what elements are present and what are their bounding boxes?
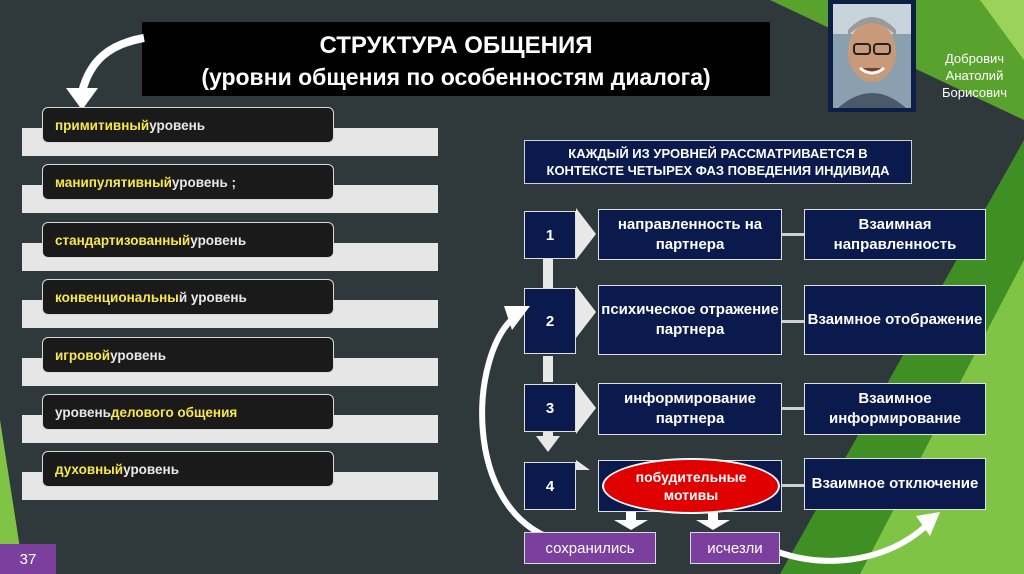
level-highlight: конвенциональны xyxy=(55,289,179,305)
author-photo-frame xyxy=(828,0,916,112)
down-arrow-icon xyxy=(696,520,730,530)
down-connector xyxy=(543,430,553,440)
green-stripe-corner xyxy=(0,420,24,574)
loop-arrows xyxy=(479,306,940,564)
author-patronymic: Борисович xyxy=(941,85,1008,100)
author-firstname: Анатолий xyxy=(945,68,1004,83)
motives-oval-line2: мотивы xyxy=(663,487,719,503)
slide-title: СТРУКТУРА ОБЩЕНИЯ xyxy=(319,32,593,59)
green-stripe-accent xyxy=(980,0,1024,60)
level-item-game: игровой уровень xyxy=(42,337,334,373)
loop-arrow-icon xyxy=(916,512,940,536)
level-text: уровень ; xyxy=(171,174,237,190)
level-text: уровень xyxy=(149,117,206,133)
level-highlight: манипулятивный xyxy=(55,174,172,190)
mutual-box: Взаимное информирование xyxy=(804,383,986,435)
loop-arrow-icon xyxy=(504,306,530,330)
motives-oval-line1: побудительные xyxy=(635,469,747,485)
phase-connector xyxy=(782,320,804,323)
level-text: уровень xyxy=(190,232,247,248)
down-connector xyxy=(543,356,553,382)
mutual-box: Взаимное отображение xyxy=(804,285,986,355)
page-number: 37 xyxy=(0,544,56,574)
phase-box: информирование партнера xyxy=(598,383,782,435)
slide-subtitle: (уровни общения по особенностям диалога) xyxy=(201,64,711,90)
down-arrow-icon xyxy=(536,436,560,452)
level-highlight: стандартизованный xyxy=(55,232,191,248)
down-arrow-icon xyxy=(614,520,648,530)
author-surname: Добрович xyxy=(944,51,1005,66)
down-connector xyxy=(543,258,553,288)
level-item-standardized: стандартизованный уровень xyxy=(42,222,334,258)
phases-note: КАЖДЫЙ ИЗ УРОВНЕЙ РАССМАТРИВАЕТСЯ В КОНТ… xyxy=(524,140,912,184)
phase-box: психическое отражение партнера xyxy=(598,285,782,355)
mutual-box: Взаимная направленность xyxy=(804,209,986,260)
level-item-primitive: примитивный уровень xyxy=(42,107,334,143)
curved-arrow-icon xyxy=(66,34,145,110)
phase-number: 4 xyxy=(524,462,576,510)
level-text: й уровень xyxy=(178,289,247,305)
phase-box: направленность на партнера xyxy=(598,209,782,260)
phase-number: 3 xyxy=(524,384,576,432)
level-highlight: духовный xyxy=(55,461,124,477)
right-arrow-icon xyxy=(576,382,596,434)
level-item-spiritual: духовный уровень xyxy=(42,451,334,487)
motives-oval: побудительные мотивы xyxy=(602,458,780,514)
phase-number: 1 xyxy=(524,211,576,259)
phase-connector xyxy=(782,233,804,236)
gone-label: исчезли xyxy=(690,532,780,564)
kept-label: сохранились xyxy=(524,532,656,564)
author-name: Добрович Анатолий Борисович xyxy=(925,50,1024,101)
level-highlight: примитивный xyxy=(55,117,150,133)
phase-connector xyxy=(782,407,804,410)
mutual-box: Взаимное отключение xyxy=(804,458,986,510)
right-arrow-icon xyxy=(576,208,596,260)
phase-number: 2 xyxy=(524,288,576,354)
level-text: уровень xyxy=(110,347,166,363)
right-arrow-icon xyxy=(576,460,590,470)
level-highlight: делового общения xyxy=(110,404,238,420)
slide-title-box: СТРУКТУРА ОБЩЕНИЯ (уровни общения по осо… xyxy=(142,22,770,96)
level-highlight: игровой xyxy=(55,347,111,363)
level-item-business: уровень делового общения xyxy=(42,394,334,430)
phases-note-line2: КОНТЕКСТЕ ЧЕТЫРЕХ ФАЗ ПОВЕДЕНИЯ ИНДИВИДА xyxy=(546,163,890,178)
level-text: уровень xyxy=(123,461,180,477)
phase-arrows xyxy=(536,208,596,470)
level-item-manipulative: манипулятивный уровень ; xyxy=(42,164,334,200)
phases-note-line1: КАЖДЫЙ ИЗ УРОВНЕЙ РАССМАТРИВАЕТСЯ В xyxy=(568,146,868,161)
level-text: уровень xyxy=(55,404,111,420)
author-photo xyxy=(833,4,911,108)
right-arrow-icon xyxy=(576,286,596,338)
phase-connector xyxy=(782,484,804,487)
